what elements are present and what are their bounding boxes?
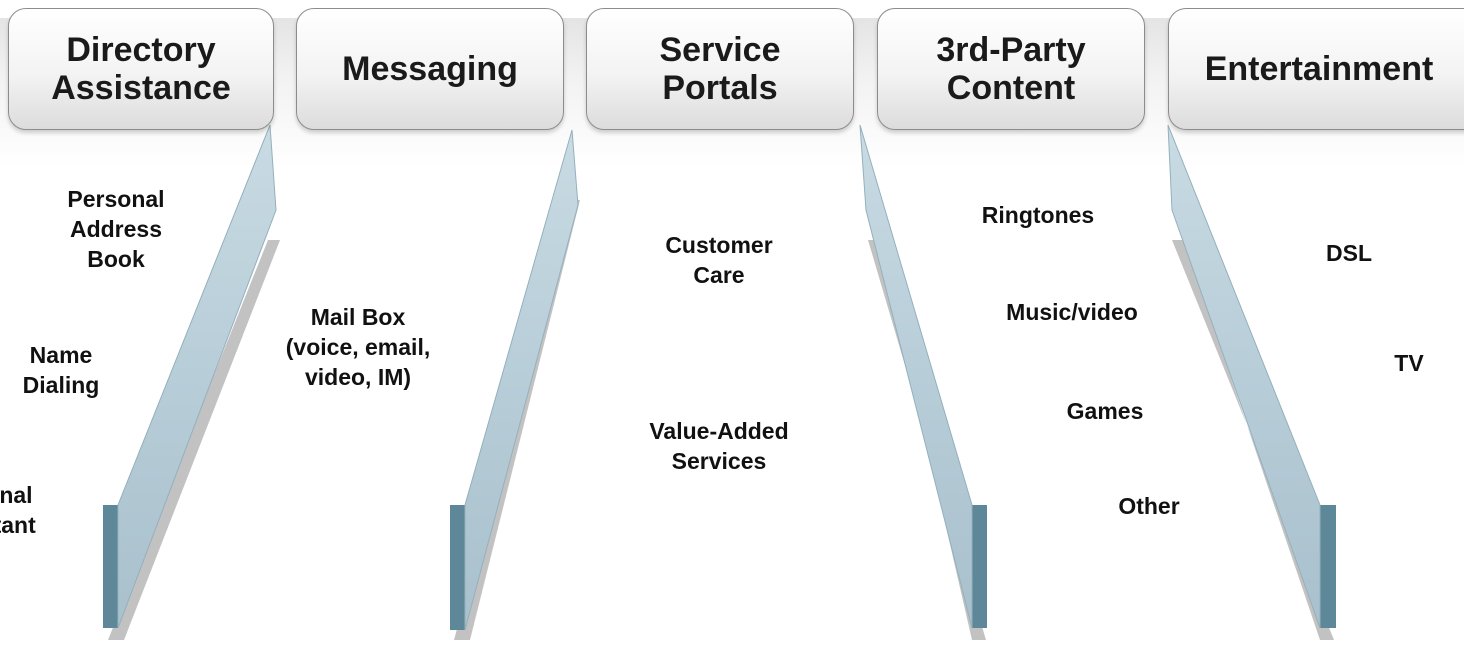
item-mail-box: Mail Box (voice, email, video, IM) — [285, 304, 431, 390]
item-dsl: DSL — [1326, 240, 1372, 266]
item-personal-assistant: Personal Assistant — [0, 482, 36, 538]
item-other: Other — [1118, 493, 1180, 519]
wall-4 — [1167, 124, 1336, 640]
item-music-video: Music/video — [1006, 299, 1138, 325]
item-ringtones: Ringtones — [981, 202, 1095, 228]
item-tv: TV — [1394, 350, 1424, 376]
item-games: Games — [1066, 398, 1144, 424]
item-personal-address-book: Personal Address Book — [67, 186, 165, 272]
header-directory-assistance: Directory Assistance — [8, 8, 274, 130]
wall-1 — [103, 124, 280, 640]
item-name-dialing: Name Dialing — [22, 342, 100, 398]
item-customer-care: Customer Care — [665, 232, 773, 288]
item-value-added-services: Value-Added Services — [649, 418, 789, 474]
wall-2 — [450, 129, 580, 640]
header-service-portals: Service Portals — [586, 8, 854, 130]
header-3rd-party-content: 3rd-Party Content — [877, 8, 1145, 130]
header-messaging: Messaging — [296, 8, 564, 130]
wall-3 — [859, 124, 987, 640]
header-entertainment: Entertainment — [1168, 8, 1464, 130]
